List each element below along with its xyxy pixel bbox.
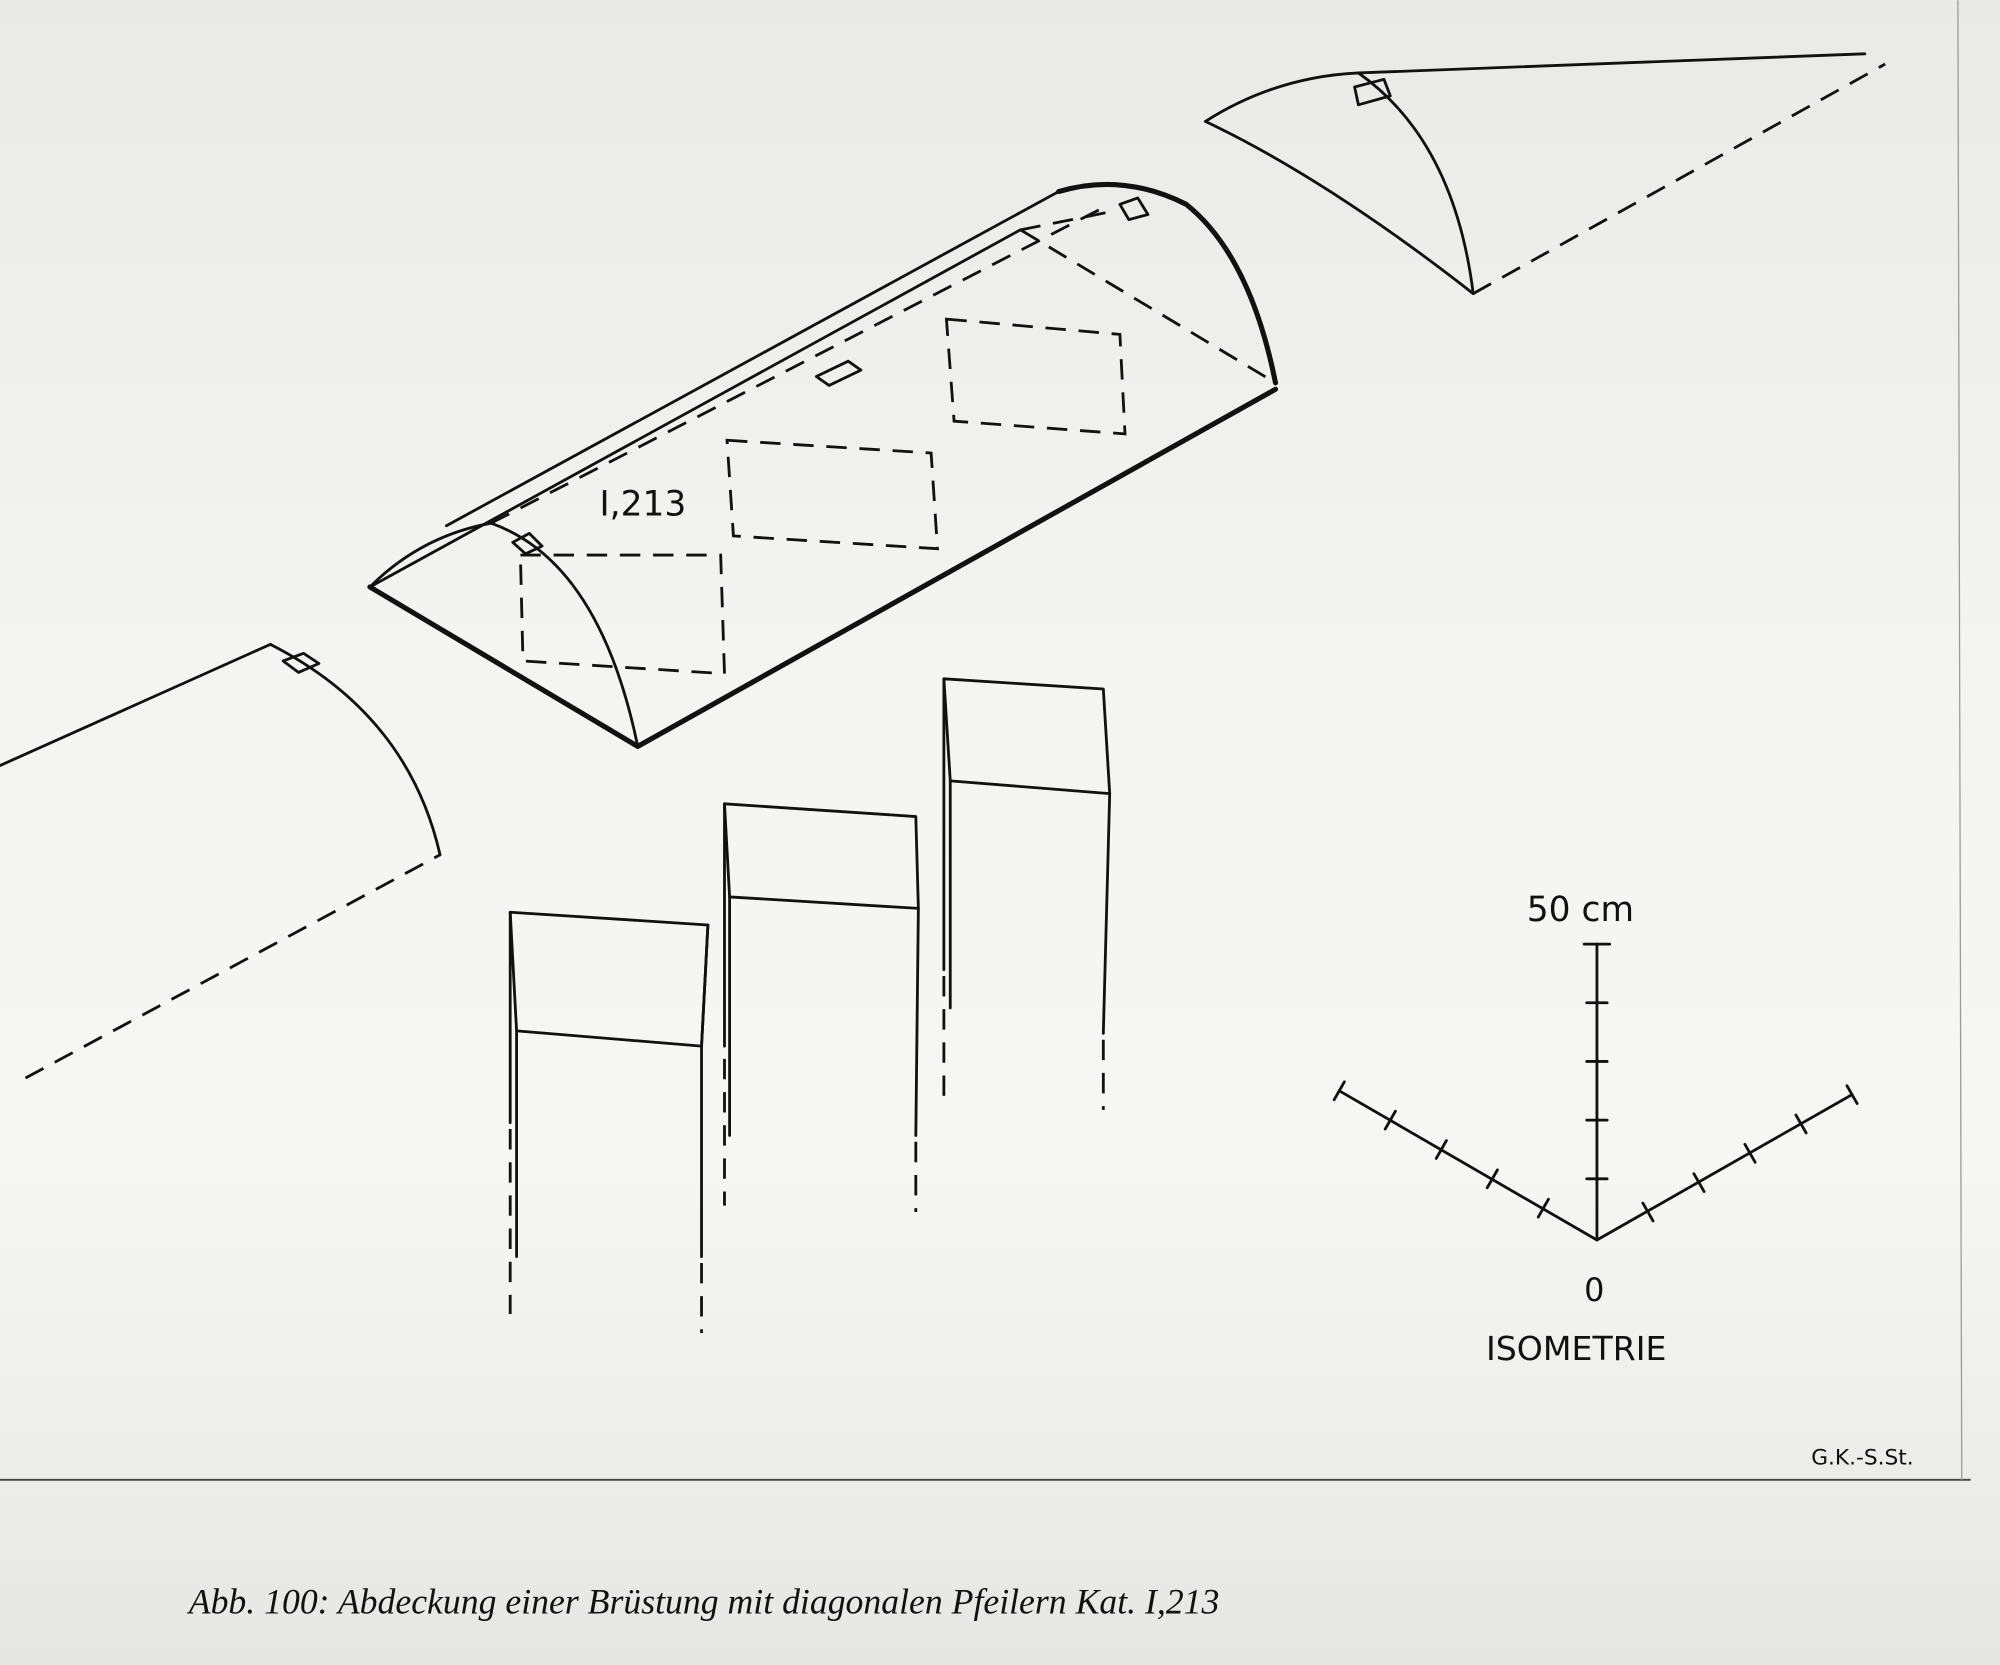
scale-origin-label: 0 [1584, 1271, 1604, 1309]
main-cover-stone: I,213 [367, 181, 1279, 750]
pier-3 [942, 677, 1112, 1110]
figure-caption: Abb. 100: Abdeckung einer Brüstung mit d… [187, 1582, 1220, 1622]
pier-2 [723, 802, 920, 1212]
isometric-scale: 50 cm 0 ISOMETRIE [1332, 890, 1859, 1368]
right-cover-stone [1203, 52, 1886, 295]
drafter-signature: G.K.-S.St. [1811, 1446, 1913, 1471]
figure-frame-right [1957, 0, 1963, 1480]
pier-1 [508, 910, 710, 1334]
projection-label: ISOMETRIE [1486, 1329, 1667, 1368]
scale-top-label: 50 cm [1527, 890, 1634, 930]
left-cover-stone [0, 642, 442, 1080]
catalog-label: I,213 [599, 485, 686, 525]
